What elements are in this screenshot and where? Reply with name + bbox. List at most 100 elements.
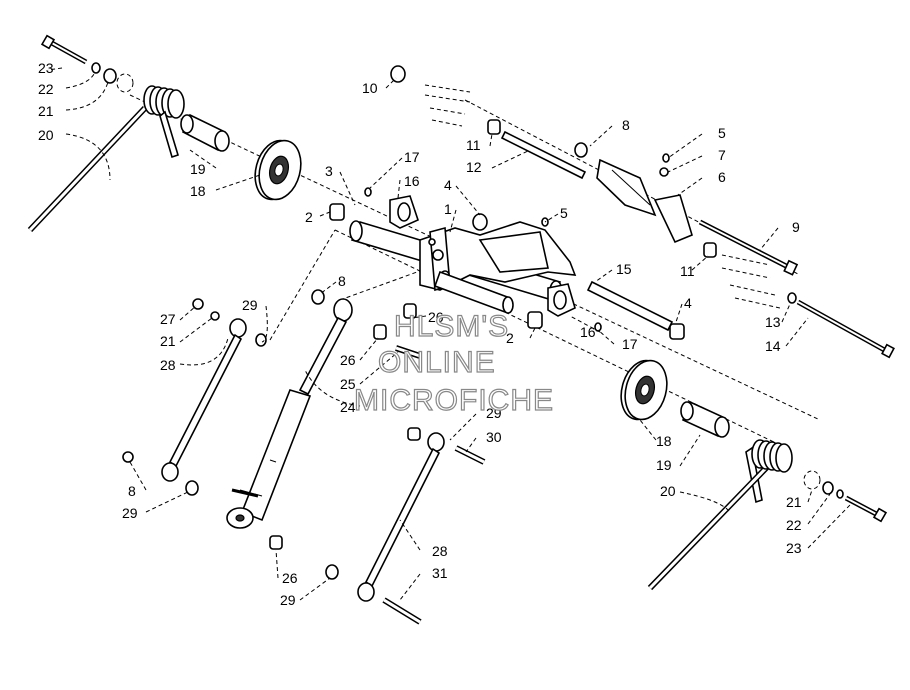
callout-26: 26 — [340, 352, 356, 368]
callout-8: 8 — [338, 273, 346, 289]
callout-8: 8 — [128, 483, 136, 499]
bolt-25 — [395, 345, 421, 359]
callout-23: 23 — [786, 540, 802, 556]
callout-2: 2 — [506, 330, 514, 346]
callout-21: 21 — [786, 494, 802, 510]
callout-31: 31 — [432, 565, 448, 581]
callout-24: 24 — [340, 399, 356, 415]
callout-6: 6 — [718, 169, 726, 185]
callout-5: 5 — [560, 205, 568, 221]
callout-14: 14 — [765, 338, 781, 354]
callout-8: 8 — [622, 117, 630, 133]
callout-3: 3 — [325, 163, 333, 179]
bushing-2-right — [527, 311, 543, 329]
callout-13: 13 — [765, 314, 781, 330]
callout-29: 29 — [122, 505, 138, 521]
shaft-12 — [487, 119, 587, 180]
callout-18: 18 — [190, 183, 206, 199]
set-screw-17-lower — [594, 322, 602, 332]
callout-19: 19 — [656, 457, 672, 473]
callout-19: 19 — [190, 161, 206, 177]
lower-right-torsion-spring-group — [620, 359, 888, 591]
pivot-arm-1 — [419, 221, 577, 292]
callout-29: 29 — [280, 592, 296, 608]
callout-16: 16 — [404, 173, 420, 189]
center-axle-group — [329, 187, 602, 332]
callout-4: 4 — [444, 177, 452, 193]
callout-25: 25 — [340, 376, 356, 392]
bracket-6 — [596, 158, 693, 244]
cross-shaft-lower — [433, 270, 514, 314]
callout-22: 22 — [38, 81, 54, 97]
callout-16: 16 — [580, 324, 596, 340]
washer-22-lower — [836, 489, 844, 499]
idler-wheel-18-lower — [620, 359, 668, 421]
callout-28: 28 — [432, 543, 448, 559]
nut-7 — [659, 167, 669, 177]
callout-7: 7 — [718, 147, 726, 163]
link-rod-28-right — [269, 427, 486, 625]
callout-11: 11 — [466, 137, 481, 153]
set-screw-17-upper — [364, 187, 372, 197]
callout-26: 26 — [428, 309, 444, 325]
callout-29: 29 — [242, 297, 258, 313]
callout-15: 15 — [616, 261, 632, 277]
bushing-19-upper — [180, 113, 230, 152]
spacer-26-upper — [403, 303, 417, 319]
stripe-label-left — [424, 84, 471, 127]
upper-left-torsion-spring-group — [27, 34, 302, 233]
bolt-23-upper — [40, 34, 88, 65]
stripe-label-right — [721, 254, 781, 309]
spacer-21-upper-dashed — [116, 73, 134, 93]
washer-22-upper — [91, 62, 101, 74]
callout-leader-lines — [47, 67, 851, 601]
upper-right-arm-group — [390, 65, 895, 359]
bolt-14 — [796, 299, 895, 359]
callout-labels: 23 22 21 20 19 18 3 2 17 16 4 1 5 10 11 … — [38, 60, 802, 608]
callout-21: 21 — [160, 333, 176, 349]
callout-26: 26 — [282, 570, 298, 586]
watermark-line-2: ONLINE — [378, 346, 496, 379]
watermark-line-3: MICROFICHE — [354, 384, 554, 417]
bushing-2-left — [329, 203, 345, 221]
callout-10: 10 — [362, 80, 378, 96]
callout-17: 17 — [622, 336, 638, 352]
spacer-4-upper — [472, 213, 488, 231]
torsion-spring-20-lower — [647, 439, 793, 591]
idler-wheel-18-upper — [254, 139, 302, 201]
callout-18: 18 — [656, 433, 672, 449]
callout-17: 17 — [404, 149, 420, 165]
callout-20: 20 — [660, 483, 676, 499]
shock-absorber-24 — [226, 298, 353, 529]
callout-11: 11 — [680, 263, 695, 279]
callout-22: 22 — [786, 517, 802, 533]
torsion-spring-20-upper — [27, 85, 185, 233]
callout-27: 27 — [160, 311, 176, 327]
callout-23: 23 — [38, 60, 54, 76]
bracket-16-left — [389, 195, 419, 229]
callout-9: 9 — [792, 219, 800, 235]
callout-4: 4 — [684, 295, 692, 311]
washer-5-upper — [662, 153, 670, 163]
nut-8-shock — [311, 289, 325, 305]
watermark-line-1: HLSM'S — [394, 310, 509, 343]
callout-1: 1 — [444, 201, 452, 217]
callout-2: 2 — [305, 209, 313, 225]
callout-20: 20 — [38, 127, 54, 143]
callout-30: 30 — [486, 429, 502, 445]
spacer-21-lower-dashed — [803, 470, 821, 490]
shaft-15 — [586, 280, 674, 332]
bolt-23-lower — [844, 495, 888, 523]
spacer-4-lower — [669, 323, 685, 340]
bolt-9 — [698, 219, 799, 276]
bushing-11-right — [703, 242, 717, 258]
washer-13 — [787, 292, 797, 304]
watermark: HLSM'S ONLINE MICROFICHE — [353, 309, 554, 417]
bushing-19-lower — [680, 400, 730, 438]
callout-12: 12 — [466, 159, 482, 175]
callout-29: 29 — [486, 405, 502, 421]
callout-21: 21 — [38, 103, 54, 119]
nut-10 — [390, 65, 406, 83]
nut-21-lower — [822, 481, 834, 495]
